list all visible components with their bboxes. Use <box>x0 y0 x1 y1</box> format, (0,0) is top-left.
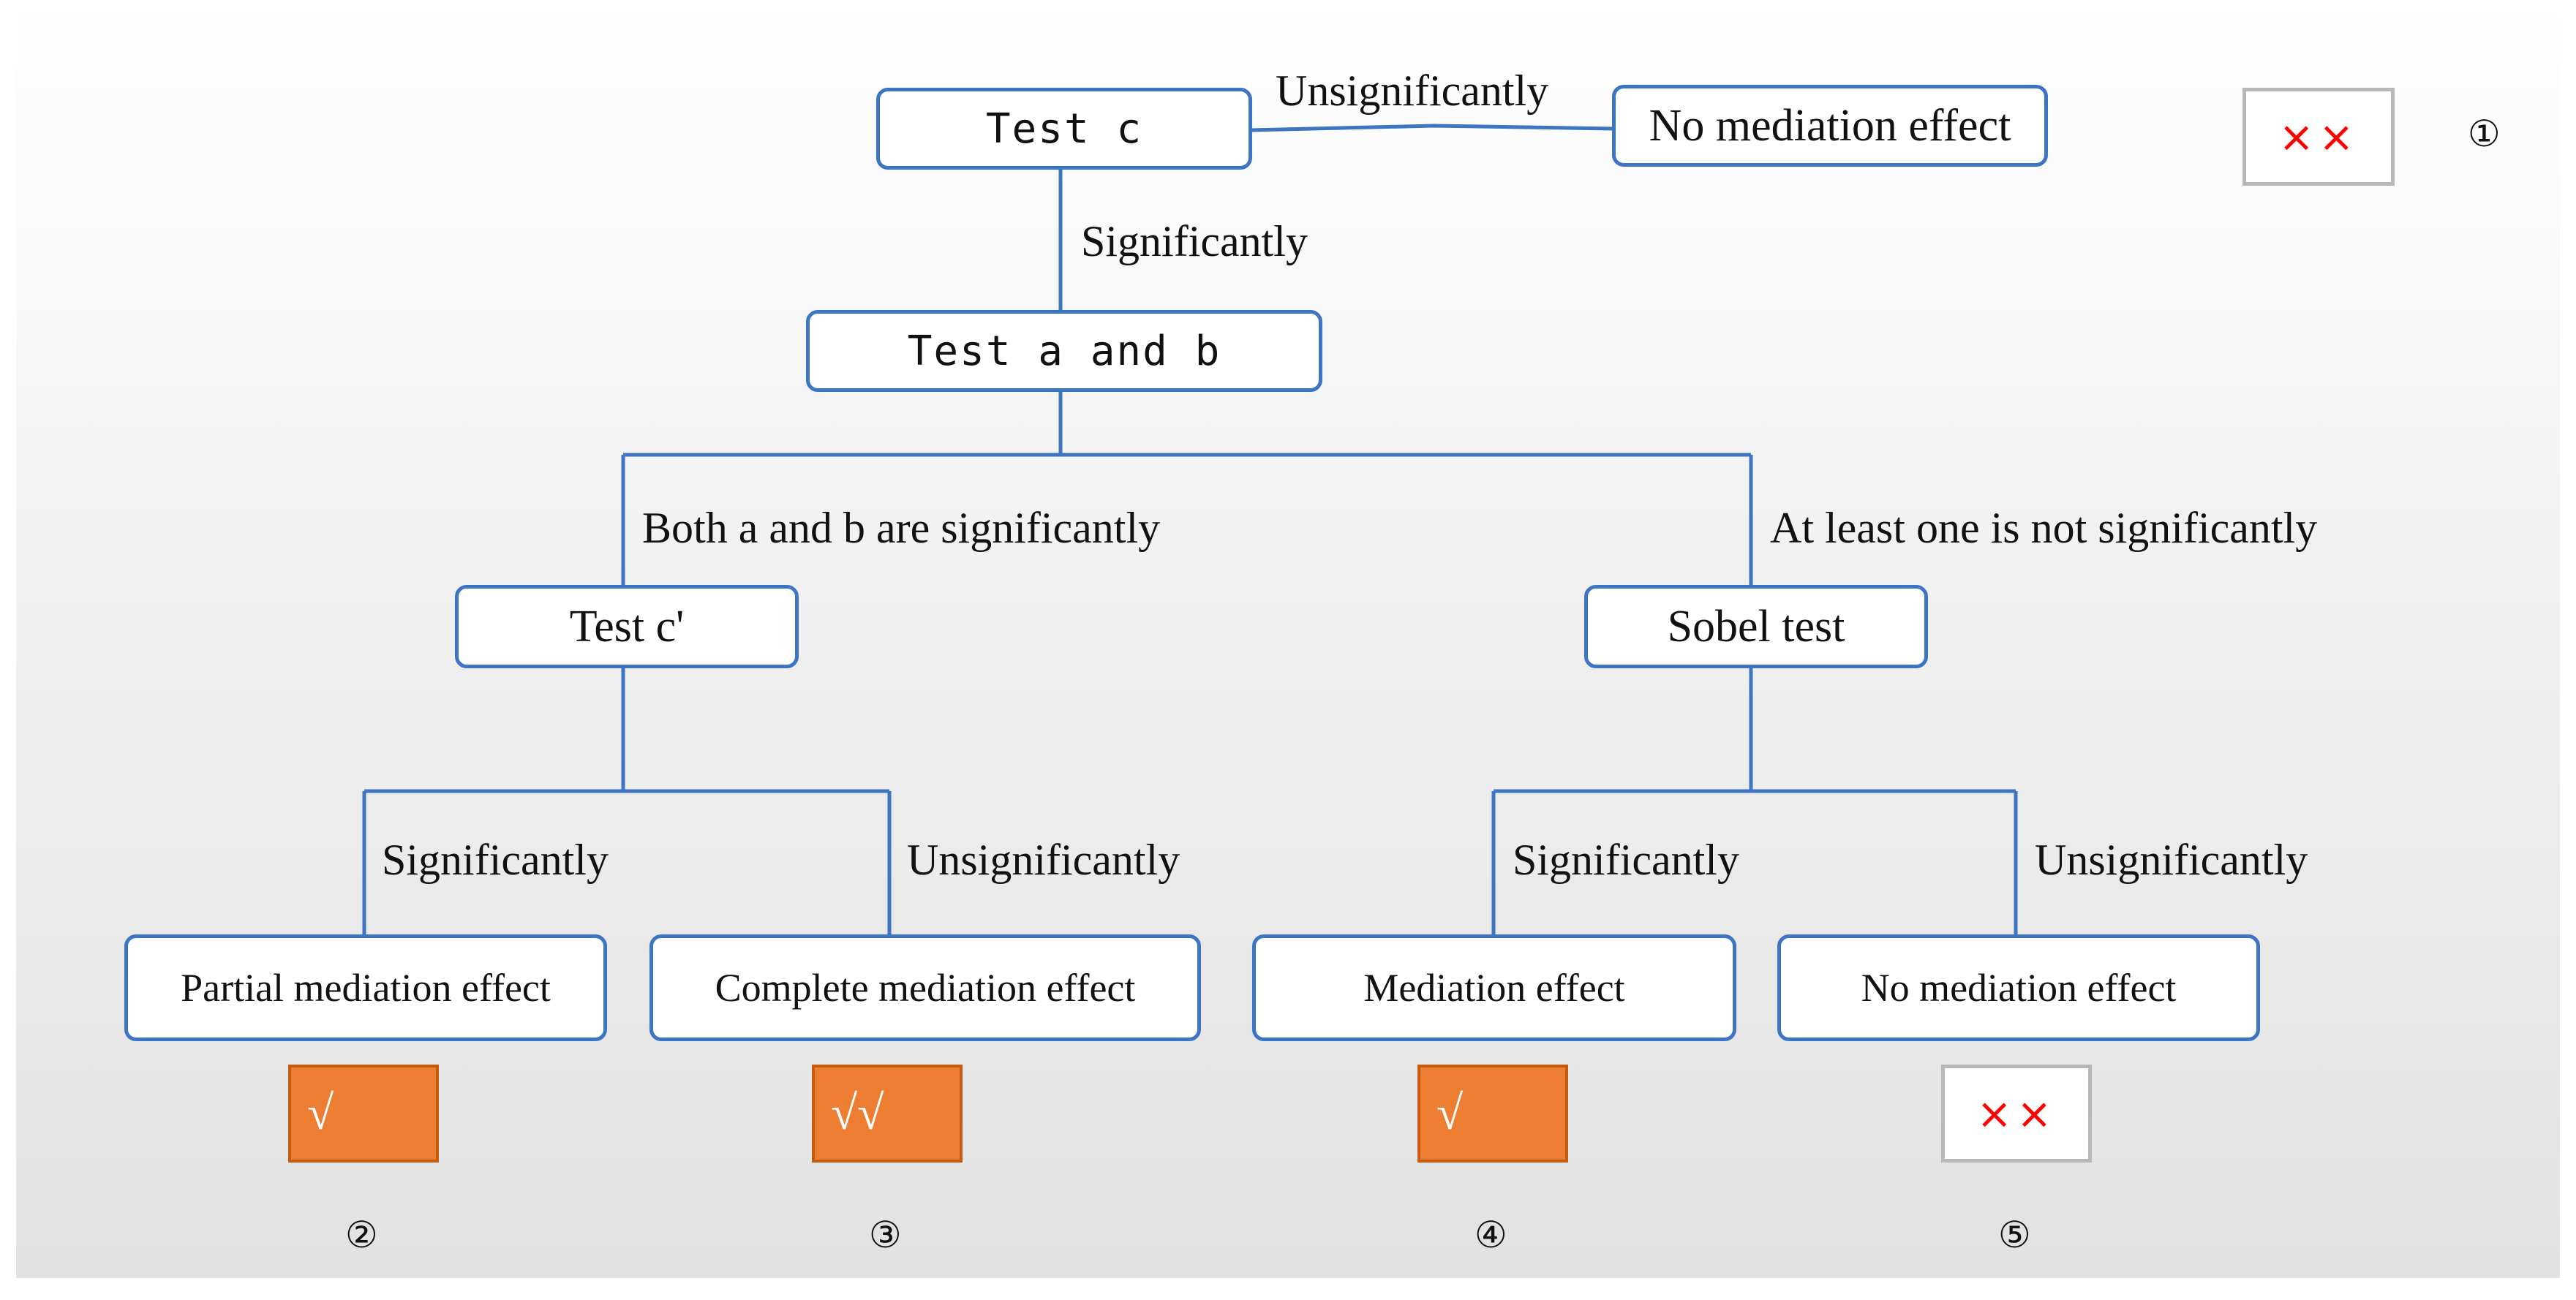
test-c-prime-box: Test c' <box>455 585 799 668</box>
edge-label-unsignificantly-top: Unsignificantly <box>1276 67 1549 115</box>
case-number-2: ② <box>345 1214 378 1256</box>
partial-mediation-effect-box: Partial mediation effect <box>124 934 607 1041</box>
test-a-and-b-box: Test a and b <box>806 310 1322 392</box>
result-mark-1: ×× <box>2242 88 2395 186</box>
case-number-4: ④ <box>1475 1214 1507 1256</box>
result-mark-5: ×× <box>1941 1065 2092 1163</box>
complete-mediation-effect-box: Complete mediation effect <box>649 934 1201 1041</box>
test-c-box: Test c <box>876 88 1252 170</box>
mediation-effect-box: Mediation effect <box>1252 934 1736 1041</box>
result-mark-2: √ <box>288 1065 439 1163</box>
result-mark-4: √ <box>1417 1065 1568 1163</box>
edge-label-at-least-one-not: At least one is not significantly <box>1770 504 2318 552</box>
case-number-5: ⑤ <box>1998 1214 2031 1256</box>
diagram-canvas <box>16 0 2560 1278</box>
edge-label-both-significant: Both a and b are significantly <box>642 504 1161 552</box>
no-mediation-effect-bottom-box: No mediation effect <box>1777 934 2260 1041</box>
edge-label-significantly-testc: Significantly <box>1081 217 1308 265</box>
edge-label-sobel-unsignificantly: Unsignificantly <box>2035 836 2308 884</box>
case-number-1: ① <box>2468 113 2501 155</box>
result-mark-3: √√ <box>812 1065 963 1163</box>
line-testc-to-nomediation <box>1250 124 1614 132</box>
case-number-3: ③ <box>869 1214 902 1256</box>
edge-label-sobel-significantly: Significantly <box>1513 836 1739 884</box>
sobel-test-box: Sobel test <box>1584 585 1928 668</box>
edge-label-cprime-unsignificantly: Unsignificantly <box>907 836 1180 884</box>
no-mediation-effect-top-box: No mediation effect <box>1612 85 2048 167</box>
edge-label-cprime-significantly: Significantly <box>382 836 609 884</box>
